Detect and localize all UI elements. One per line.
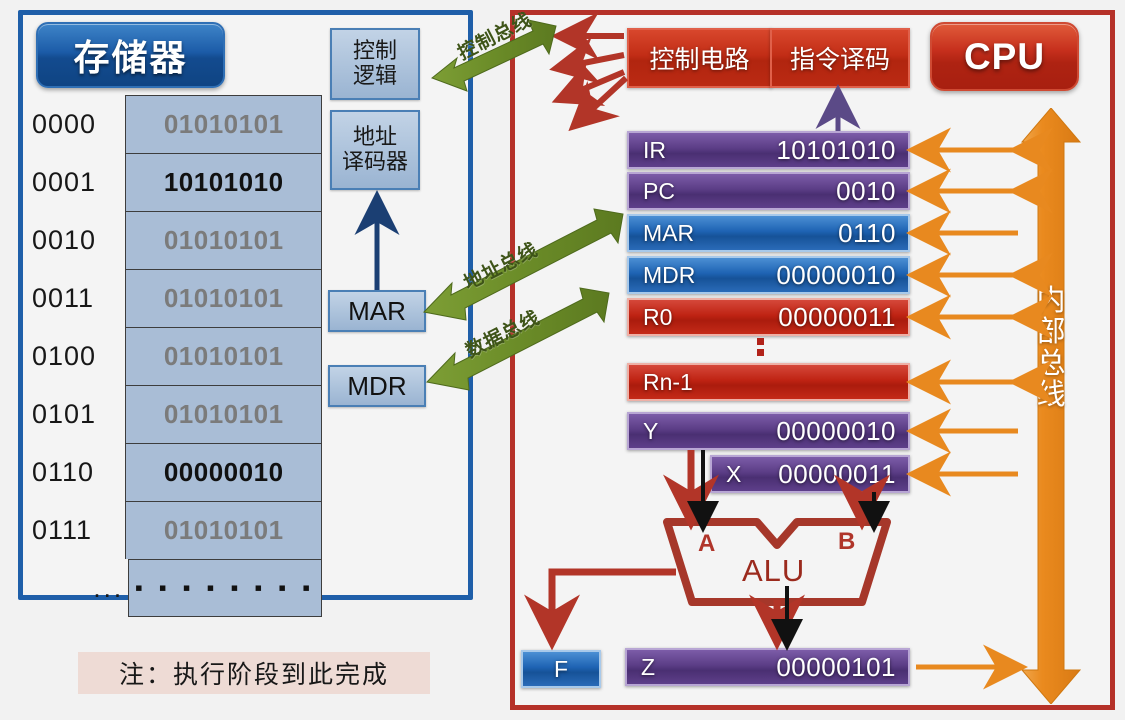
instruction-decode-box: 指令译码 xyxy=(770,28,910,88)
table-row: 0110 00000010 xyxy=(22,443,322,501)
memory-address: 0000 xyxy=(32,108,97,139)
memory-address: 0010 xyxy=(32,224,97,255)
memory-value: 01010101 xyxy=(125,385,322,443)
register-y: Y 00000010 xyxy=(627,412,910,450)
register-name: X xyxy=(726,460,742,487)
memory-mar-box: MAR xyxy=(328,290,426,332)
register-r0: R0 00000011 xyxy=(627,298,910,336)
address-decoder-box: 地址 译码器 xyxy=(330,110,420,190)
register-name: Y xyxy=(643,417,659,444)
memory-value: 10101010 xyxy=(125,153,322,211)
memory-value: 01010101 xyxy=(125,95,322,153)
register-mdr: MDR 00000010 xyxy=(627,256,910,294)
register-rn-1: Rn-1 xyxy=(627,363,910,401)
register-name: MDR xyxy=(643,261,696,288)
register-value: 00000011 xyxy=(778,458,896,489)
memory-value: 01010101 xyxy=(125,269,322,327)
alu-input-a-label: A xyxy=(698,530,716,557)
table-row: 0001 10101010 xyxy=(22,153,322,211)
register-name: Rn-1 xyxy=(643,368,693,395)
internal-bus-char-3: 总 xyxy=(1036,347,1066,380)
register-value: 10101010 xyxy=(776,134,896,165)
memory-address-ellipsis: ... xyxy=(93,572,125,603)
internal-bus-char-1: 内 xyxy=(1036,285,1066,317)
control-logic-line2: 逻辑 xyxy=(352,63,397,88)
register-ellipsis-icon xyxy=(757,338,767,360)
table-row: 0100 01010101 xyxy=(22,327,322,385)
control-circuit-box: 控制电路 xyxy=(627,28,772,88)
memory-address: 0011 xyxy=(32,282,95,313)
memory-value: 01010101 xyxy=(125,327,322,385)
table-row: 0011 01010101 xyxy=(22,269,322,327)
address-decoder-line1: 地址 xyxy=(352,124,397,150)
memory-value-ellipsis: ▪ ▪ ▪ ▪ ▪ ▪ ▪ ▪ xyxy=(128,559,322,617)
register-name: IR xyxy=(643,136,666,163)
table-row: 0111 01010101 xyxy=(22,501,322,559)
memory-title: 存储器 xyxy=(36,22,225,88)
memory-address: 0111 xyxy=(32,514,93,545)
address-decoder-line2: 译码器 xyxy=(341,149,408,174)
register-value: 00000011 xyxy=(778,301,896,332)
alu-input-b-label: B xyxy=(838,528,856,555)
register-value: 00000010 xyxy=(776,415,896,446)
register-value: 00000101 xyxy=(776,651,896,682)
register-value: 0010 xyxy=(836,175,896,206)
table-row: 0101 01010101 xyxy=(22,385,322,443)
memory-value: 01010101 xyxy=(125,211,322,269)
register-mar: MAR 0110 xyxy=(627,214,910,252)
alu-label: ALU xyxy=(742,553,806,588)
note-banner: 注：执行阶段到此完成 xyxy=(78,652,430,694)
register-name: F xyxy=(553,655,569,682)
register-name: MAR xyxy=(643,219,695,246)
internal-bus-char-4: 线 xyxy=(1036,378,1066,411)
register-f: F xyxy=(521,650,601,688)
memory-address: 0101 xyxy=(32,398,97,429)
register-name: Z xyxy=(641,653,656,680)
memory-address: 0110 xyxy=(32,456,95,487)
table-row: 0010 01010101 xyxy=(22,211,322,269)
table-row: ... ▪ ▪ ▪ ▪ ▪ ▪ ▪ ▪ xyxy=(22,559,322,617)
register-ir: IR 10101010 xyxy=(627,131,910,169)
internal-bus-char-2: 部 xyxy=(1036,316,1066,349)
register-name: R0 xyxy=(643,303,673,330)
control-logic-line1: 控制 xyxy=(352,38,397,64)
register-z: Z 00000101 xyxy=(625,648,910,686)
register-pc: PC 0010 xyxy=(627,172,910,210)
internal-bus: 内 部 总 线 xyxy=(1018,107,1084,705)
memory-table: 0000 01010101 0001 10101010 0010 0101010… xyxy=(22,95,322,617)
memory-address: 0001 xyxy=(32,166,97,197)
register-value: 00000010 xyxy=(776,259,896,290)
register-name: PC xyxy=(643,177,675,204)
internal-bus-label: 内 部 总 线 xyxy=(1018,285,1084,411)
memory-mdr-box: MDR xyxy=(328,365,426,407)
cpu-badge: CPU xyxy=(930,22,1079,91)
register-x: X 00000011 xyxy=(710,455,910,493)
table-row: 0000 01010101 xyxy=(22,95,322,153)
control-logic-box: 控制 逻辑 xyxy=(330,28,420,100)
register-value: 0110 xyxy=(838,217,896,248)
memory-value: 01010101 xyxy=(125,501,322,559)
memory-address: 0100 xyxy=(32,340,97,371)
memory-value: 00000010 xyxy=(125,443,322,501)
